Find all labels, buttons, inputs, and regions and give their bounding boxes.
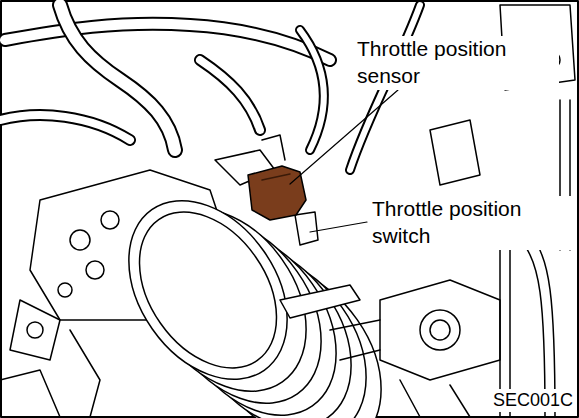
figure-code: SEC001C (491, 389, 575, 412)
part-label: Throttle position sensor (355, 36, 559, 90)
part-label: Throttle position switch (370, 196, 574, 250)
